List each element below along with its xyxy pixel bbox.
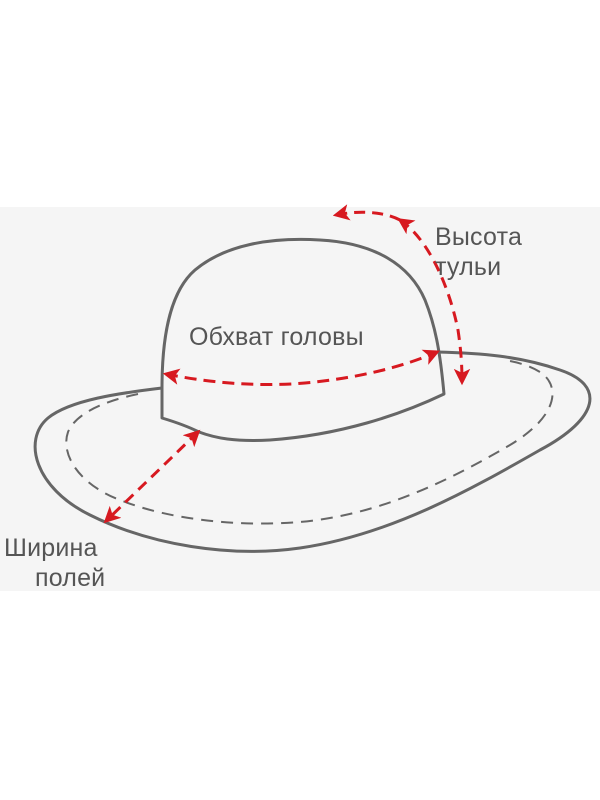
brim-outer-outline xyxy=(33,350,592,553)
brim-width-arrow xyxy=(103,429,201,524)
brim-width-label: Ширина полей xyxy=(4,533,105,593)
head-circumference-arrow xyxy=(162,349,441,387)
head-circumference-label-text: Обхват головы xyxy=(189,323,364,351)
crown-height-arrow-start xyxy=(332,204,401,222)
brim-width-label-line2: полей xyxy=(35,564,106,592)
crown-height-label: Высота тульи xyxy=(435,222,522,282)
crown-height-arrow xyxy=(397,218,471,386)
brim-width-label-line1: Ширина xyxy=(4,534,98,562)
crown-height-label-line1: Высота xyxy=(435,223,523,251)
crown-height-label-line2: тульи xyxy=(435,253,502,281)
head-circumference-label: Обхват головы xyxy=(189,322,364,352)
brim-stitch-line xyxy=(65,360,554,525)
